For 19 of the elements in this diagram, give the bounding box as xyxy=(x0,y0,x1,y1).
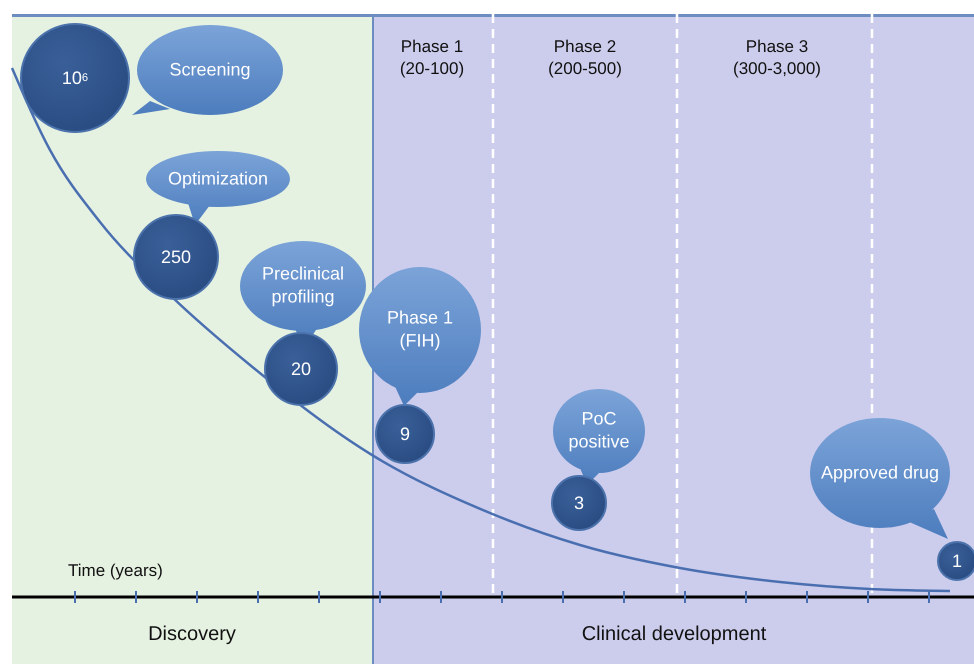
stage-panel xyxy=(12,14,372,664)
phase-heading: Phase 1 (20-100) xyxy=(398,36,466,80)
bubble-text: Preclinical profiling xyxy=(260,262,345,309)
phase-heading: Phase 3 (300-3,000) xyxy=(732,36,822,80)
count-circle: 9 xyxy=(375,404,435,464)
bubble-text: Phase 1 (FIH) xyxy=(386,306,454,353)
bubble-text: Approved drug xyxy=(820,461,940,484)
count-circle: 3 xyxy=(551,475,607,531)
stage-label: Clinical development xyxy=(582,623,766,645)
axis-label: Time (years) xyxy=(68,560,164,582)
bubble-text: PoC positive xyxy=(567,408,630,454)
count-circle: 250 xyxy=(133,214,219,300)
bubble-text: Optimization xyxy=(166,167,270,190)
stage-panel xyxy=(372,14,974,664)
stage-label: Discovery xyxy=(148,623,236,645)
count-circle: 20 xyxy=(264,332,338,406)
phase-heading: Phase 2 (200-500) xyxy=(547,36,623,80)
count-circle: 1 xyxy=(937,541,974,581)
bubble-text: Screening xyxy=(168,58,252,82)
